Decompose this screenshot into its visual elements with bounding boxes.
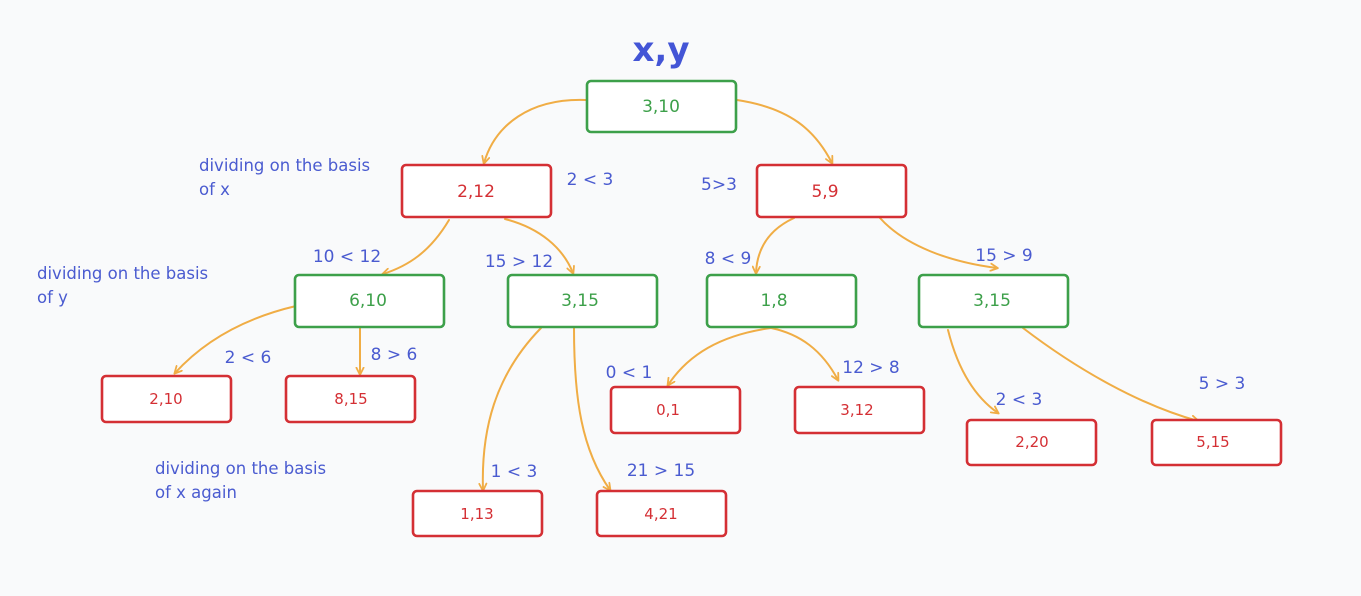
edge-label-5-9-right: 15 > 9: [975, 246, 1033, 266]
node-2-20: 2,20: [965, 418, 1098, 467]
node-label: 5,15: [1196, 433, 1229, 451]
node-2-10: 2,10: [100, 374, 233, 424]
node-3-15-a: 3,15: [506, 273, 659, 329]
node-label: 3,15: [973, 291, 1011, 311]
edge-label-1-8-right: 12 > 8: [842, 358, 900, 378]
node-label: 5,9: [811, 182, 838, 202]
annotations-layer: dividing on the basis of x dividing on t…: [37, 156, 370, 502]
nodes-layer: 3,10 2,12 5,9 6,10 3,15 1,8: [100, 79, 1283, 538]
edge-root-to-2-12: [481, 98, 587, 165]
node-label: 1,8: [760, 291, 787, 311]
edge-1-8-to-3-12: [770, 327, 840, 382]
edge-labels-layer: 2 < 3 5>3 10 < 12 15 > 12 8 < 9 15 > 9 2…: [225, 170, 1246, 482]
edge-label-6-10-right: 8 > 6: [371, 345, 418, 365]
edge-5-9-to-3-15-b: [879, 217, 999, 272]
edge-2-12-to-6-10: [381, 219, 450, 277]
edge-label-2-12-right: 15 > 12: [485, 252, 553, 272]
annotation-level2-line1: dividing on the basis: [37, 264, 208, 283]
edge-label-3-15-b-left: 2 < 3: [996, 390, 1043, 410]
edge-label-5-9-left: 8 < 9: [705, 249, 752, 269]
edge-2-12-to-3-15-a: [504, 218, 575, 275]
node-6-10: 6,10: [293, 273, 446, 329]
node-2-12: 2,12: [400, 163, 553, 219]
node-label: 0,1: [656, 401, 680, 419]
edge-1-8-to-0-1: [666, 327, 772, 387]
node-label: 2,12: [457, 182, 495, 202]
edge-3-15-a-to-4-21: [573, 327, 612, 492]
node-root: 3,10: [585, 79, 738, 134]
node-0-1: 0,1: [609, 385, 742, 435]
node-3-12: 3,12: [793, 385, 926, 435]
node-label: 3,10: [642, 97, 680, 117]
edge-label-1-8-left: 0 < 1: [606, 363, 653, 383]
node-1-13: 1,13: [411, 489, 544, 538]
node-4-21: 4,21: [595, 489, 728, 538]
node-label: 2,20: [1015, 433, 1048, 451]
diagram-title: x,y: [632, 30, 689, 70]
node-label: 6,10: [349, 291, 387, 311]
annotation-level3-line1: dividing on the basis: [155, 459, 326, 478]
annotation-level1-line1: dividing on the basis: [199, 156, 370, 175]
node-1-8: 1,8: [705, 273, 858, 329]
edge-label-3-15-a-right: 21 > 15: [627, 461, 695, 481]
edge-label-3-15-b-right: 5 > 3: [1199, 374, 1246, 394]
edge-label-root-left: 2 < 3: [567, 170, 614, 190]
edge-3-15-b-to-2-20: [947, 329, 1000, 415]
annotation-level1-line2: of x: [199, 180, 230, 199]
node-5-9: 5,9: [755, 163, 908, 219]
edge-6-10-to-2-10: [173, 305, 297, 375]
node-8-15: 8,15: [284, 374, 417, 424]
edge-label-root-right: 5>3: [701, 175, 737, 195]
node-5-15: 5,15: [1150, 418, 1283, 467]
node-label: 4,21: [644, 505, 677, 523]
edge-label-6-10-left: 2 < 6: [225, 348, 272, 368]
edge-5-9-to-1-8: [751, 217, 795, 275]
node-label: 3,12: [840, 401, 873, 419]
node-label: 1,13: [460, 505, 493, 523]
node-3-15-b: 3,15: [917, 273, 1070, 329]
edge-label-3-15-a-left: 1 < 3: [491, 462, 538, 482]
node-label: 8,15: [334, 390, 367, 408]
node-label: 3,15: [561, 291, 599, 311]
edge-label-2-12-left: 10 < 12: [313, 247, 381, 267]
edge-root-to-5-9: [736, 99, 834, 165]
edges-layer: [173, 98, 1200, 492]
annotation-level2-line2: of y: [37, 288, 68, 307]
annotation-level3-line2: of x again: [155, 483, 237, 502]
node-label: 2,10: [149, 390, 182, 408]
edge-3-15-a-to-1-13: [478, 327, 542, 492]
edge-3-15-b-to-5-15: [1022, 327, 1200, 424]
